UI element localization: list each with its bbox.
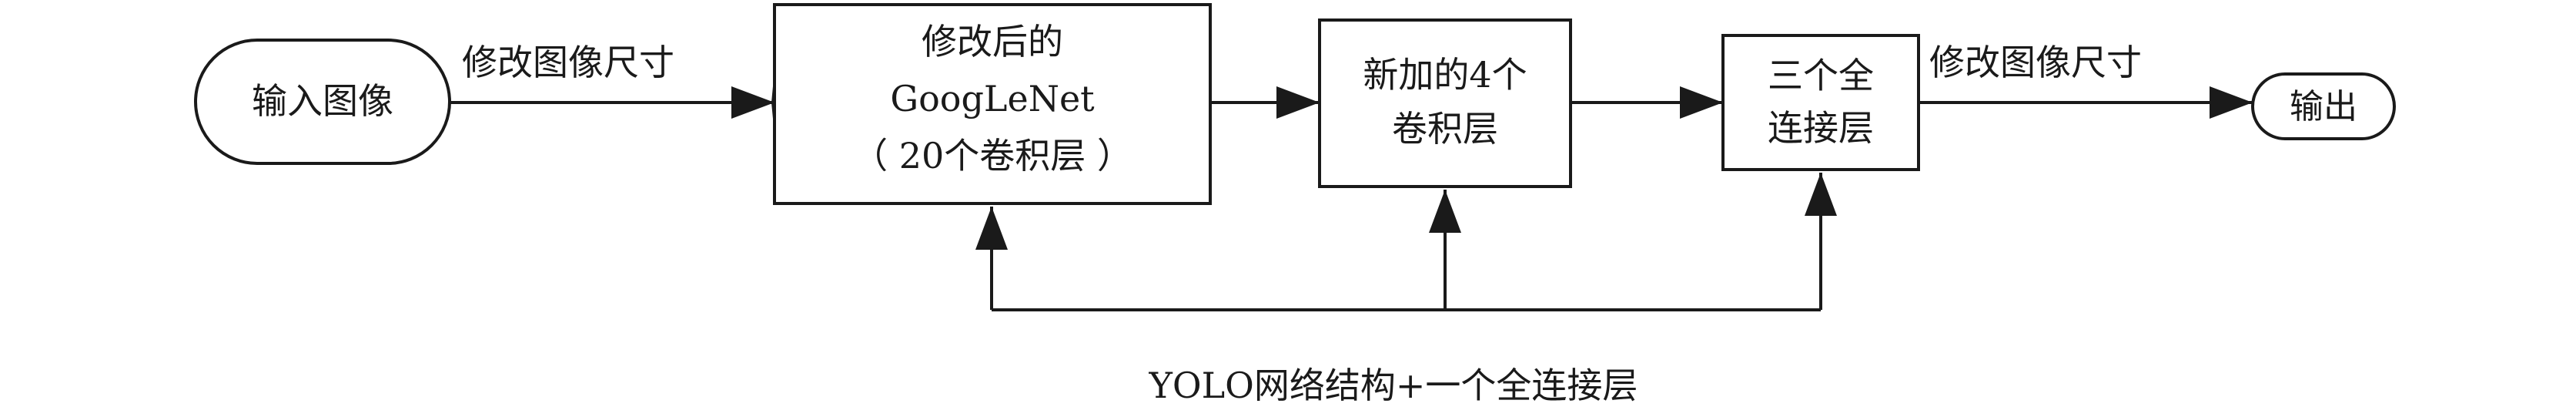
feedback-arrowhead-googlenet bbox=[975, 207, 1008, 250]
input-node-label: 输入图像 bbox=[252, 80, 393, 122]
edge-label-input-to-googlenet: 修改图像尺寸 bbox=[462, 42, 674, 83]
output-node-label: 输出 bbox=[2290, 87, 2357, 126]
conv4-label-line-2: 卷积层 bbox=[1392, 108, 1498, 150]
feedback-arrowhead-fc3 bbox=[1805, 173, 1837, 216]
fc3-label-line-2: 连接层 bbox=[1768, 107, 1874, 149]
arrowhead-fc3-to-output bbox=[2210, 86, 2253, 119]
conv4-label-line-1: 新加的4个 bbox=[1363, 54, 1527, 96]
feedback-arrowhead-conv4 bbox=[1429, 190, 1461, 233]
conv4-node bbox=[1318, 18, 1572, 188]
arrowhead-conv4-to-fc3 bbox=[1680, 86, 1723, 119]
googlenet-label-line-1: 修改后的 bbox=[922, 21, 1063, 62]
googlenet-label-line-3: （ 20个卷积层 ） bbox=[852, 135, 1132, 177]
googlenet-label-line-2: GoogLeNet bbox=[890, 78, 1095, 119]
edge-label-fc3-to-output: 修改图像尺寸 bbox=[1929, 42, 2142, 83]
fc3-label-line-1: 三个全 bbox=[1768, 55, 1874, 96]
arrowhead-googlenet-to-conv4 bbox=[1276, 86, 1320, 119]
arrowhead-input-to-googlenet-fill bbox=[731, 86, 774, 119]
output-node bbox=[2251, 72, 2396, 140]
diagram-caption: YOLO网络结构+一个全连接层 bbox=[1149, 365, 1638, 406]
